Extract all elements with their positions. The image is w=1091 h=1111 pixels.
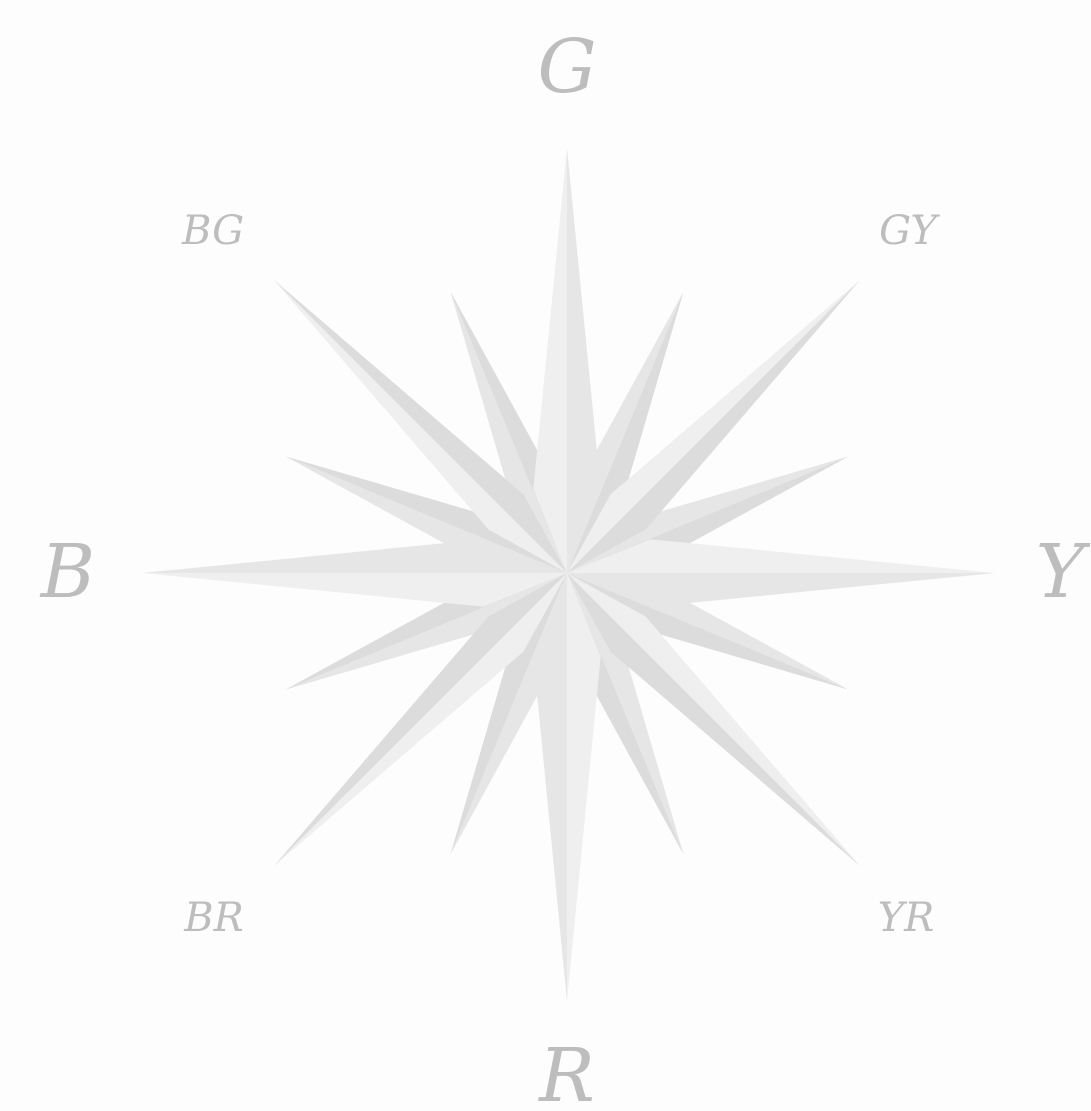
label-east: Y	[1036, 529, 1091, 615]
label-southeast: YR	[878, 895, 935, 941]
label-west: B	[39, 529, 95, 615]
label-south: R	[537, 1033, 595, 1111]
label-north: G	[537, 24, 596, 110]
label-southwest: BR	[183, 895, 244, 941]
label-northwest: BG	[181, 208, 244, 254]
label-northeast: GY	[879, 208, 940, 254]
compass-star	[142, 148, 995, 1001]
